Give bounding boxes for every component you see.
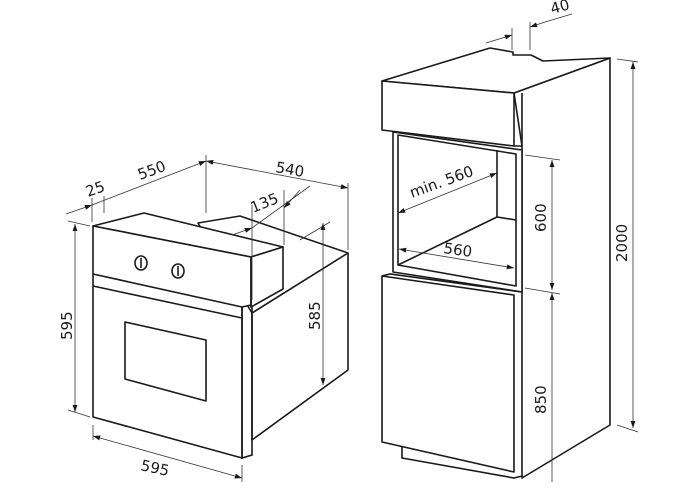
oven-front-edge — [241, 307, 253, 460]
dim-40: 40 — [548, 0, 571, 18]
dim-595-height: 595 — [58, 311, 76, 340]
dim-600: 600 — [532, 203, 550, 232]
knob-right — [171, 263, 185, 279]
cabinet-side — [513, 57, 611, 479]
dim-540: 540 — [274, 158, 305, 181]
oven-window — [124, 321, 207, 402]
dim-135: 135 — [248, 189, 281, 216]
oven-housing-edge — [251, 252, 349, 314]
dim-550: 550 — [135, 157, 168, 184]
cabinet-top-edge — [514, 93, 523, 147]
dim-595-width: 595 — [139, 456, 171, 480]
door-top-edge — [381, 273, 523, 293]
cabinet-lower-door — [381, 275, 515, 473]
knob-left — [134, 255, 148, 271]
oven-drawing — [92, 212, 349, 460]
oven-dimensions: 25 550 540 135 585 595 595 — [58, 155, 349, 482]
dim-560: 560 — [442, 239, 473, 261]
cabinet-top — [381, 47, 611, 94]
dim-850: 850 — [532, 385, 550, 414]
control-panel-divider — [92, 273, 243, 308]
cabinet-plinth — [401, 447, 523, 479]
dim-25: 25 — [83, 177, 107, 200]
door-top-edge — [92, 285, 243, 319]
cabinet-drawing — [381, 47, 611, 479]
dim-2000: 2000 — [613, 224, 631, 262]
oven-niche-inner — [397, 134, 517, 287]
dim-585: 585 — [306, 301, 324, 330]
